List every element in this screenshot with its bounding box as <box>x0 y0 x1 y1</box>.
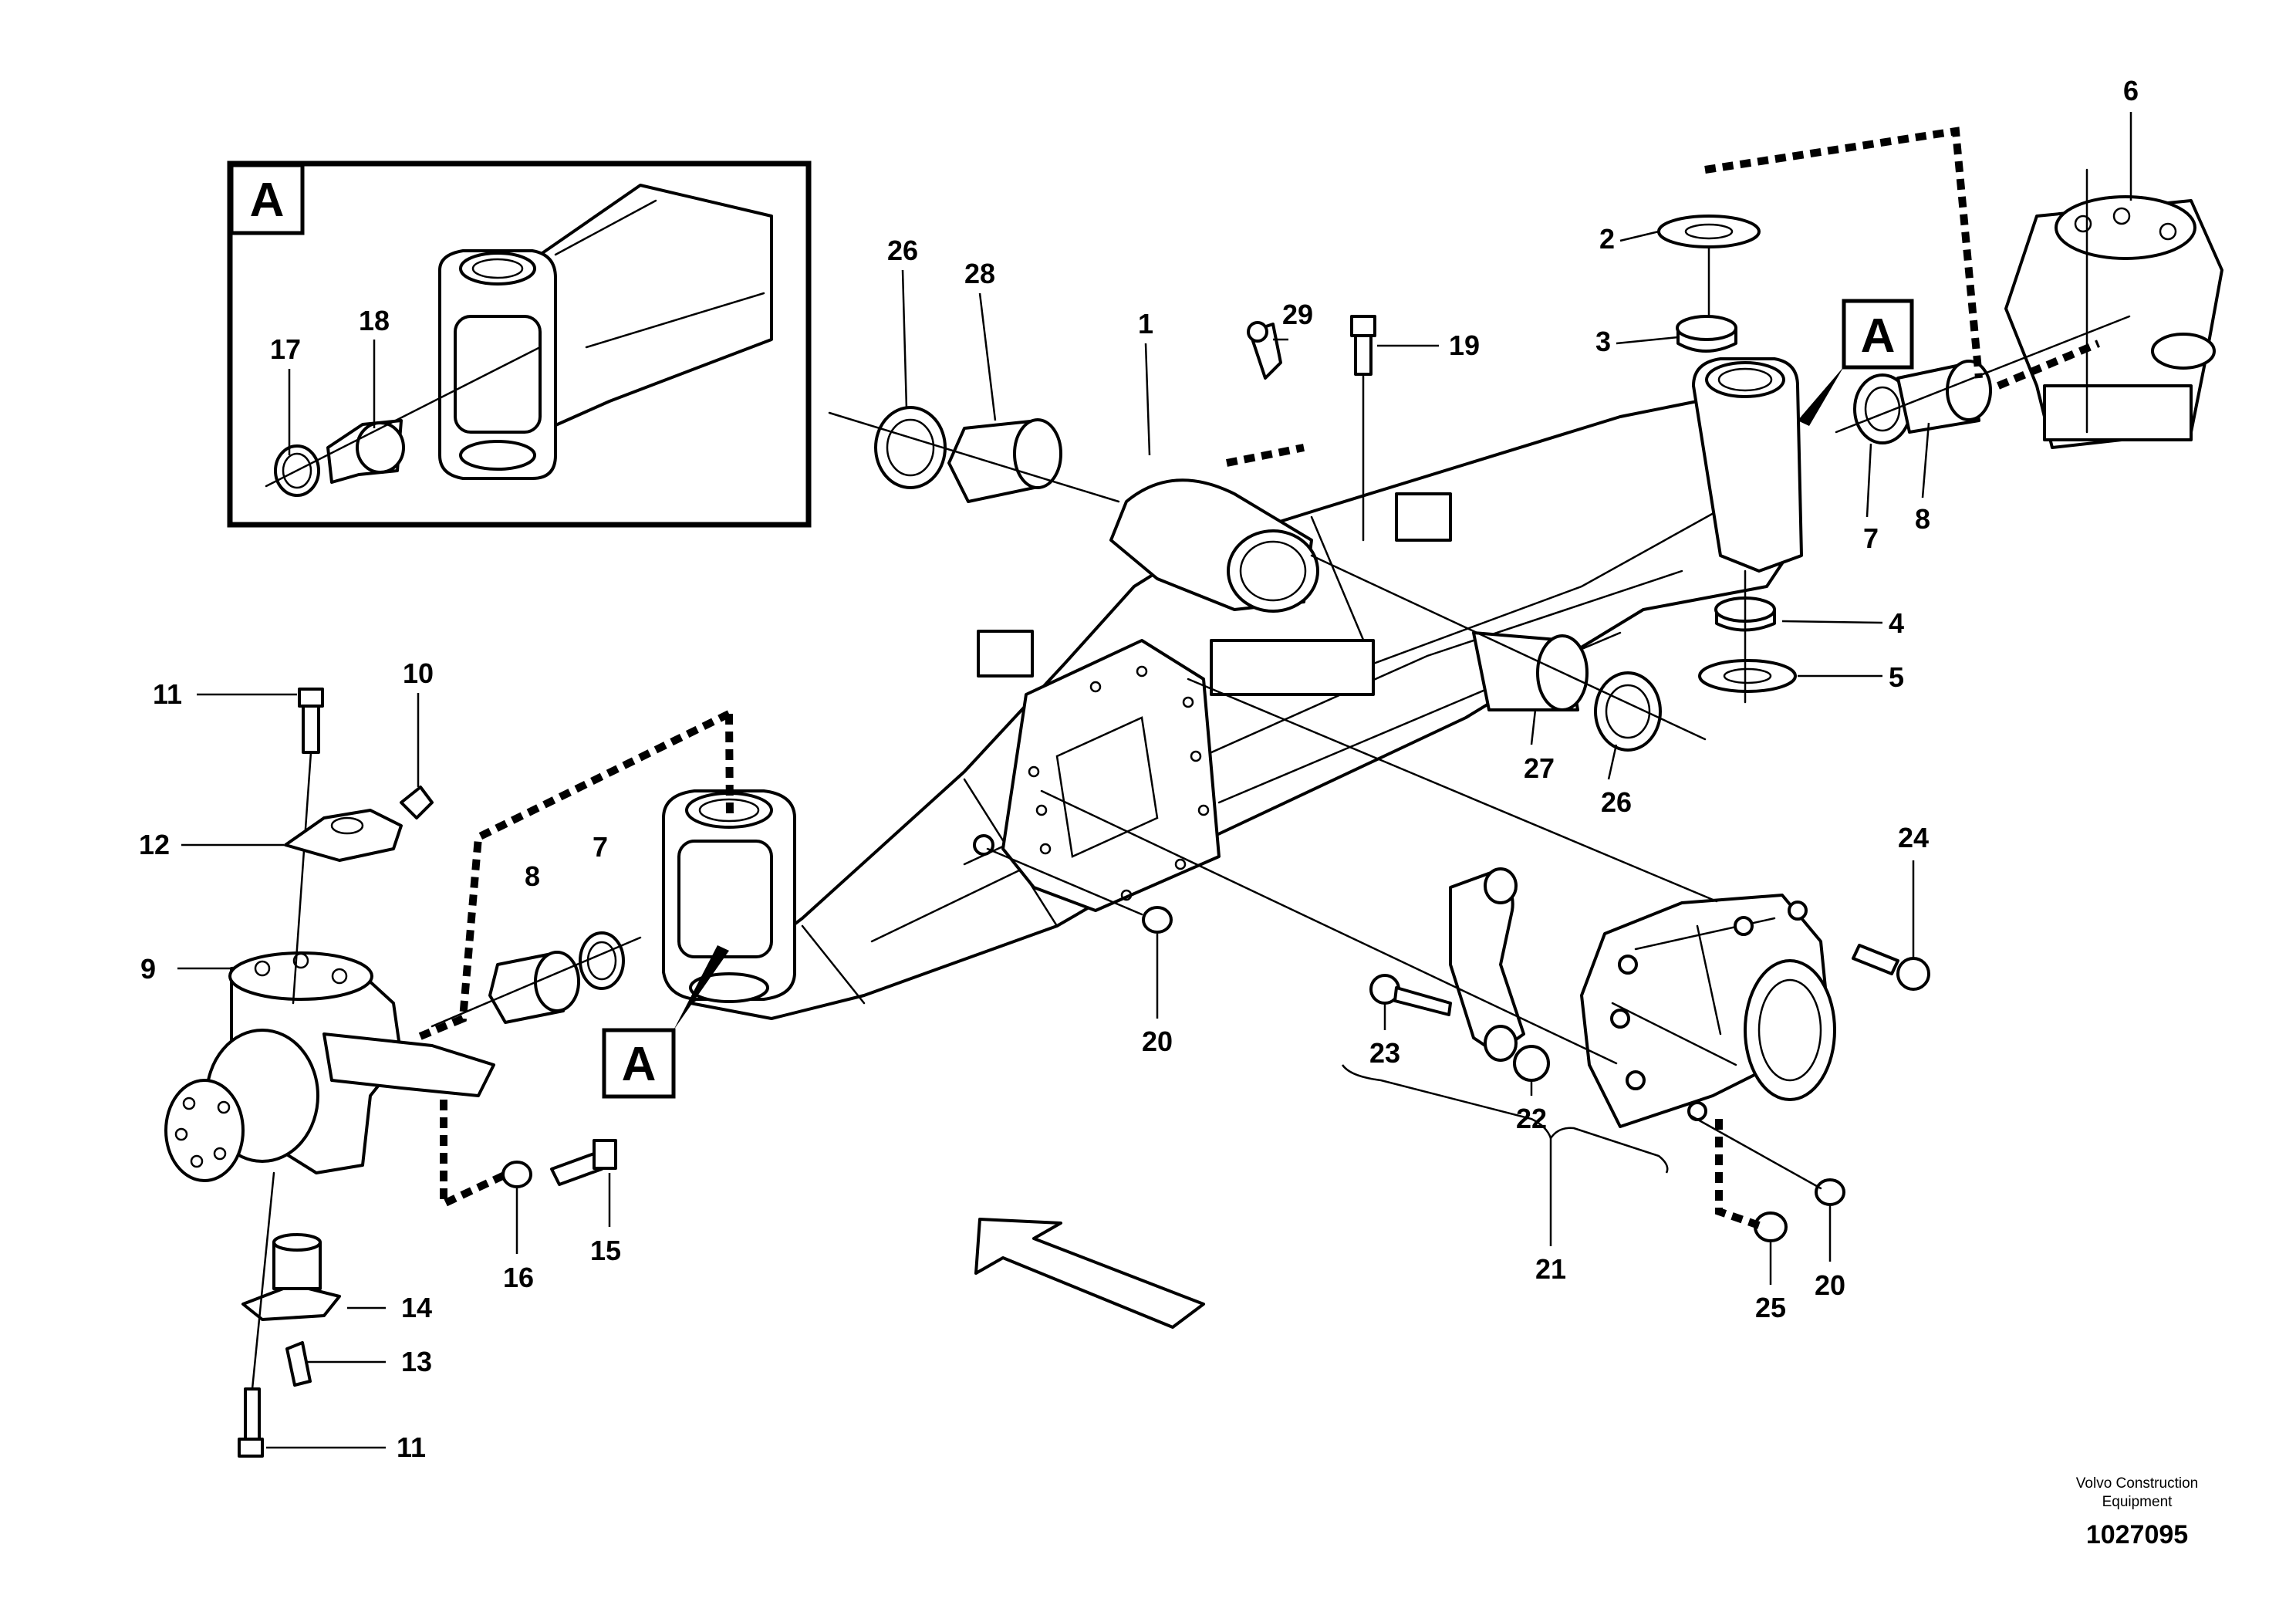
callout-20-left: 20 <box>1142 1026 1173 1057</box>
seal-7-right <box>1853 373 1912 444</box>
callout-20-right: 20 <box>1815 1269 1845 1301</box>
callout-26-upper: 26 <box>887 235 918 266</box>
axle-beam-1 <box>662 357 1803 1020</box>
seal-26-lower <box>1594 671 1662 752</box>
seal-26-upper <box>874 406 947 489</box>
plug-20-left <box>1142 906 1173 934</box>
callout-9: 9 <box>140 953 156 985</box>
detail-marker-lower-left: A <box>602 945 729 1099</box>
callout-17: 17 <box>270 333 301 365</box>
callout-11-lower: 11 <box>397 1431 426 1463</box>
bolt-24 <box>1852 944 1930 991</box>
callout-1: 1 <box>1138 308 1153 340</box>
callout-11-upper: 11 <box>153 678 182 710</box>
diff-housing-21 <box>1449 867 1836 1128</box>
callout-25: 25 <box>1755 1292 1786 1323</box>
callout-8-left: 8 <box>525 860 540 892</box>
knuckle-6 <box>2004 168 2223 449</box>
company-line-2: Equipment <box>2102 1494 2173 1510</box>
callout-27: 27 <box>1524 752 1555 784</box>
bolt-11-upper <box>292 688 324 1005</box>
bolt-11-lower <box>238 1171 275 1458</box>
bearing-3 <box>1676 315 1737 353</box>
callout-3: 3 <box>1595 326 1611 357</box>
callout-13: 13 <box>401 1346 432 1377</box>
seal-7-left <box>579 931 625 990</box>
callout-24: 24 <box>1898 822 1929 853</box>
detail-marker-upper-right: A <box>1798 299 1914 426</box>
bolt-23 <box>1369 974 1452 1016</box>
grease-nipple-29 <box>1247 321 1282 380</box>
detail-inset-a: A 17 18 <box>227 161 812 528</box>
cover-plate-14 <box>241 1233 341 1321</box>
callout-15: 15 <box>590 1235 621 1266</box>
callout-7-right: 7 <box>1863 522 1879 554</box>
callout-5: 5 <box>1889 661 1904 693</box>
callout-18: 18 <box>359 305 390 336</box>
bolt-19 <box>1350 315 1376 542</box>
callout-7-left: 7 <box>593 831 608 863</box>
callout-4: 4 <box>1889 607 1904 639</box>
leader-lines <box>177 112 2132 1449</box>
callout-21: 21 <box>1535 1253 1566 1285</box>
nut-16 <box>501 1161 532 1188</box>
bushing-8-left <box>488 951 580 1024</box>
callout-10: 10 <box>403 657 434 689</box>
forward-arrow <box>974 1218 1205 1329</box>
callout-12: 12 <box>139 829 170 860</box>
callout-numbers: 1 2 3 4 5 6 7 8 7 8 9 10 11 12 13 14 15 … <box>139 75 2139 1463</box>
bushing-28 <box>947 418 1062 503</box>
cover-plate-12 <box>284 809 403 862</box>
dowel-25 <box>1754 1211 1788 1242</box>
washer-5 <box>1698 659 1797 693</box>
bushing-8-right <box>1896 360 1992 434</box>
callout-23: 23 <box>1369 1037 1400 1069</box>
grease-nipple-13 <box>285 1341 312 1387</box>
svg-text:A: A <box>1861 309 1896 363</box>
grease-nipple-10 <box>400 786 434 819</box>
callout-29: 29 <box>1282 299 1313 330</box>
callout-26-lower: 26 <box>1601 786 1632 818</box>
footer-credit: Volvo Construction Equipment 1027095 <box>2076 1475 2198 1549</box>
callout-2: 2 <box>1599 223 1615 255</box>
callout-19: 19 <box>1449 329 1480 361</box>
callout-6: 6 <box>2123 75 2139 106</box>
svg-text:A: A <box>622 1038 657 1091</box>
inset-a-marker: A <box>250 174 285 227</box>
plug-20-right <box>1815 1178 1845 1206</box>
callout-22: 22 <box>1516 1103 1547 1134</box>
bolt-15 <box>550 1139 617 1186</box>
callout-14: 14 <box>401 1292 432 1323</box>
company-line-1: Volvo Construction <box>2076 1475 2198 1492</box>
knuckle-9 <box>164 951 495 1182</box>
bushing-27 <box>1472 631 1589 711</box>
callout-16: 16 <box>503 1262 534 1293</box>
callout-8-right: 8 <box>1915 503 1930 535</box>
drawing-number: 1027095 <box>2086 1520 2188 1549</box>
washer-2 <box>1657 215 1761 248</box>
callout-28: 28 <box>964 258 995 289</box>
